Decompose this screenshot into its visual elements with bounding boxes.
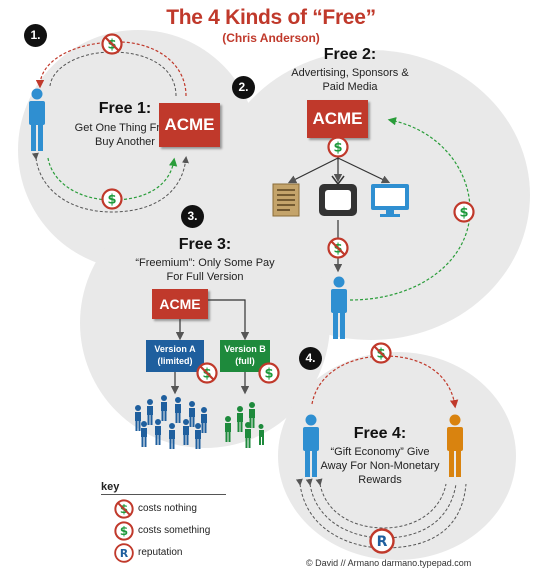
person-icon-free-4-giver — [303, 414, 319, 477]
diagram-title: The 4 Kinds of “Free” — [166, 6, 376, 29]
dollar-icon: $ — [327, 136, 349, 158]
crowd-icon-version-b — [225, 402, 264, 448]
reputation-icon: R — [114, 543, 134, 563]
free-1-desc-line-1: Get One Thing Free, — [74, 122, 176, 134]
free-3-description: “Freemium”: Only Some Pay For Full Versi… — [120, 256, 290, 284]
key-label-reputation: reputation — [138, 547, 183, 558]
key-divider — [101, 494, 226, 495]
key-label-costs-something: costs something — [138, 525, 211, 536]
dollar-icon: $ — [258, 362, 280, 384]
svg-text:$: $ — [333, 141, 342, 156]
free-4-heading: Free 4: — [353, 425, 407, 442]
version-b-line-1: Version B — [224, 344, 266, 354]
acme-box-free-2: ACME — [307, 100, 368, 138]
svg-text:$: $ — [459, 206, 468, 221]
key-label-costs-nothing: costs nothing — [138, 503, 197, 514]
dollar-icon: $ — [101, 188, 123, 210]
person-icon-free-4-receiver — [447, 414, 463, 477]
model-4-badge: 4. — [299, 347, 322, 370]
model-1-badge: 1. — [24, 24, 47, 47]
no-dollar-icon: $ — [101, 33, 123, 55]
svg-text:R: R — [120, 547, 129, 560]
svg-text:$: $ — [264, 367, 273, 382]
free-1-heading: Free 1: — [98, 100, 152, 117]
free-3-circle — [80, 198, 330, 448]
credit-line: © David // Armano darmano.typepad.com — [306, 558, 472, 568]
dollar-icon: $ — [453, 201, 475, 223]
svg-text:$: $ — [107, 193, 116, 208]
no-dollar-icon: $ — [327, 237, 349, 259]
free-3-desc-line-1: “Freemium”: Only Some Pay — [135, 257, 275, 269]
free-2-desc-line-2: Paid Media — [322, 81, 378, 93]
reputation-icon: R — [369, 528, 395, 554]
svg-text:R: R — [377, 534, 388, 550]
crowd-icon-version-a — [135, 395, 207, 449]
free-3-heading: Free 3: — [178, 236, 232, 253]
model-3-badge: 3. — [181, 205, 204, 228]
monitor-icon — [371, 184, 409, 217]
version-a-line-1: Version A — [154, 344, 196, 354]
version-a-box: Version A (limited) — [146, 340, 204, 372]
newspaper-icon — [272, 183, 300, 217]
key-title: key — [101, 481, 120, 493]
free-4-desc-line-3: Rewards — [358, 474, 402, 486]
no-dollar-icon: $ — [196, 362, 218, 384]
free-4-description: “Gift Economy” Give Away For Non-Monetar… — [320, 445, 440, 487]
free-2-heading: Free 2: — [323, 46, 377, 63]
free-4-desc-line-1: “Gift Economy” Give — [330, 446, 430, 458]
no-dollar-icon: $ — [370, 342, 392, 364]
free-2-desc-line-1: Advertising, Sponsors & — [291, 67, 409, 79]
no-dollar-icon: $ — [114, 499, 134, 519]
free-3-desc-line-2: For Full Version — [166, 271, 244, 283]
dollar-icon: $ — [114, 521, 134, 541]
person-icon-free-2 — [331, 276, 347, 339]
diagram-subtitle: (Chris Anderson) — [222, 31, 320, 45]
free-2-description: Advertising, Sponsors & Paid Media — [270, 66, 430, 94]
version-b-line-2: (full) — [235, 356, 255, 366]
television-icon — [319, 175, 357, 216]
free-4-desc-line-2: Away For Non-Monetary — [320, 460, 440, 472]
version-a-line-2: (limited) — [157, 356, 193, 366]
free-1-desc-line-2: Buy Another — [95, 136, 155, 148]
free-1-description: Get One Thing Free, Buy Another — [55, 121, 195, 149]
svg-text:$: $ — [120, 524, 128, 538]
model-2-badge: 2. — [232, 76, 255, 99]
person-icon-free-1 — [29, 88, 45, 151]
acme-box-free-3: ACME — [152, 289, 208, 319]
acme-box-free-1: ACME — [159, 103, 220, 147]
